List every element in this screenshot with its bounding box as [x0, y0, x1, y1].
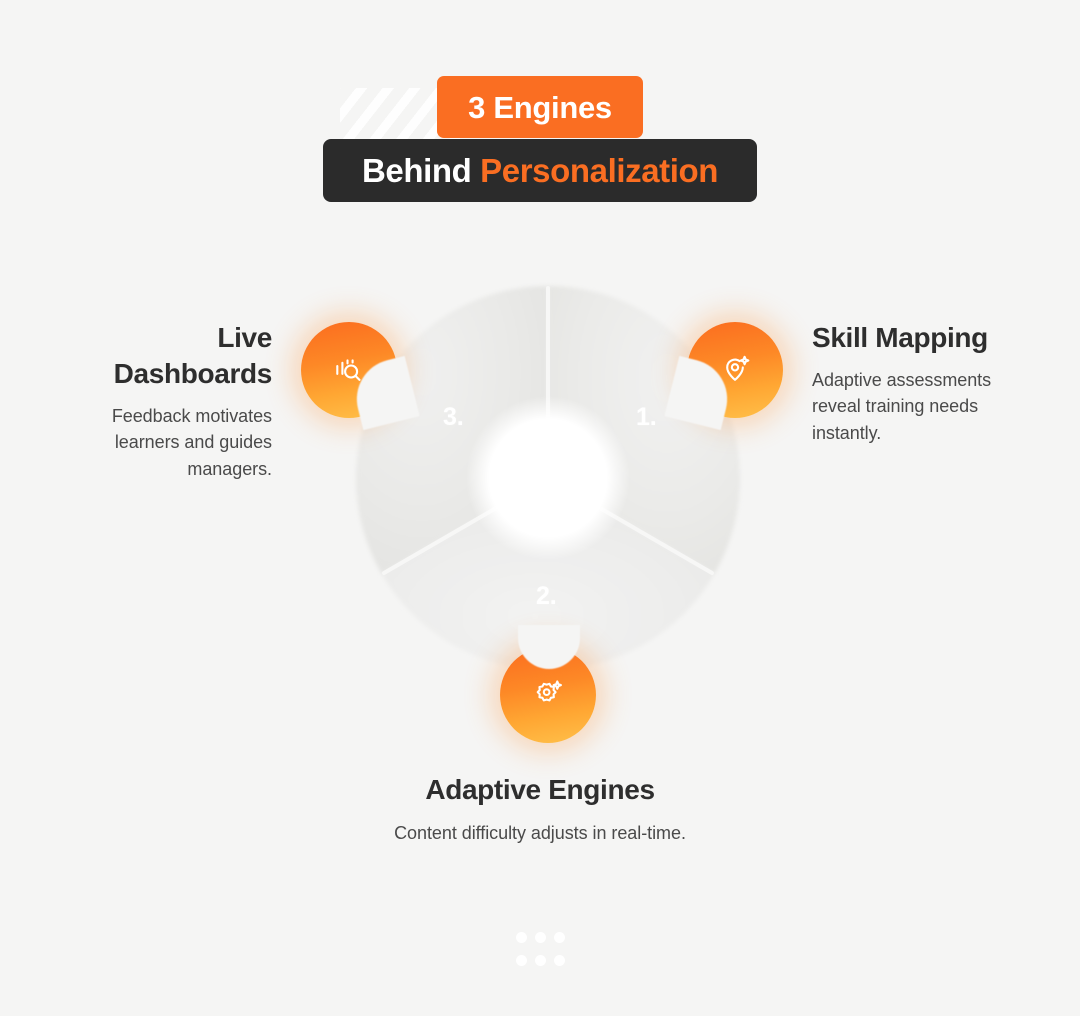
donut-segment-number-3: 3. [443, 403, 464, 431]
dot [516, 955, 527, 966]
donut-chart-svg [355, 286, 741, 671]
dot-grid-decoration [516, 932, 565, 970]
dot [535, 955, 546, 966]
dot [535, 932, 546, 943]
node-live-dashboards[interactable] [301, 322, 420, 431]
label-description-live-dashboards: Feedback motivates learners and guides m… [111, 405, 272, 479]
label-description-adaptive-engines: Content difficulty adjusts in real-time. [394, 822, 686, 843]
label-title-live-dashboards: Live Dashboards [113, 322, 273, 389]
label-title-adaptive-engines: Adaptive Engines [425, 774, 655, 805]
dot [554, 932, 565, 943]
badge-3-engines: 3 Engines [437, 76, 643, 138]
dot [516, 932, 527, 943]
gear-sparkle-icon [530, 677, 566, 713]
donut-chart: 1. 2. 3. [348, 278, 748, 678]
page-title-part-two: Personalization [480, 152, 719, 189]
location-pin-sparkle-icon [717, 352, 753, 388]
node-skill-mapping[interactable] [664, 322, 783, 431]
badge-label: 3 Engines [468, 89, 612, 125]
page-title-bar: Behind Personalization [323, 139, 757, 202]
donut-segment-number-2: 2. [536, 582, 557, 610]
dot [554, 955, 565, 966]
donut-segment-number-1: 1. [636, 403, 657, 431]
bar-chart-search-icon [331, 352, 367, 388]
label-description-skill-mapping: Adaptive assessments reveal training nee… [812, 369, 992, 444]
node-adaptive-engines[interactable] [500, 625, 596, 743]
page-title: Behind Personalization [361, 152, 719, 189]
label-group-live-dashboards: Live Dashboards Feedback motivates learn… [62, 320, 273, 483]
donut-center-hole [466, 396, 630, 560]
label-group-skill-mapping: Skill Mapping Adaptive assessments revea… [812, 320, 1027, 447]
label-title-skill-mapping: Skill Mapping [812, 322, 988, 353]
page-title-part-one: Behind [361, 152, 481, 189]
header: 3 Engines Behind Personalization [0, 0, 1080, 230]
label-group-adaptive-engines: Adaptive Engines Content difficulty adju… [340, 772, 740, 846]
